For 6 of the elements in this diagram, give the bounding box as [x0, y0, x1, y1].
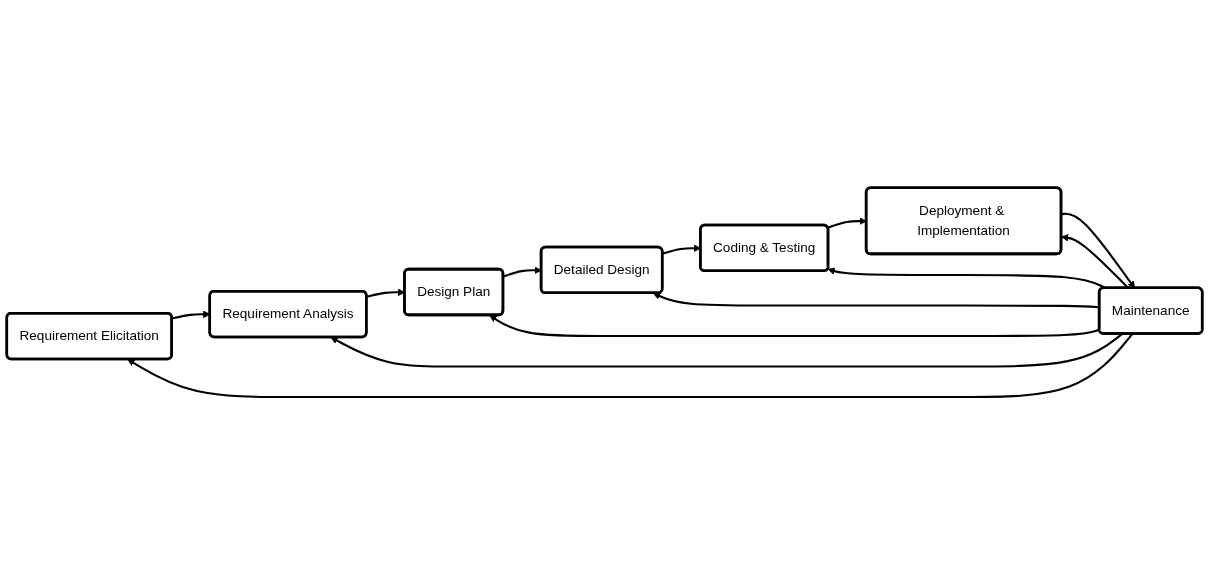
arrow: [503, 266, 542, 278]
arrow: [489, 315, 1100, 338]
arrow: [330, 333, 1123, 368]
arrow: [652, 292, 1100, 309]
arrow: [827, 217, 867, 229]
arrow: [127, 333, 1134, 399]
